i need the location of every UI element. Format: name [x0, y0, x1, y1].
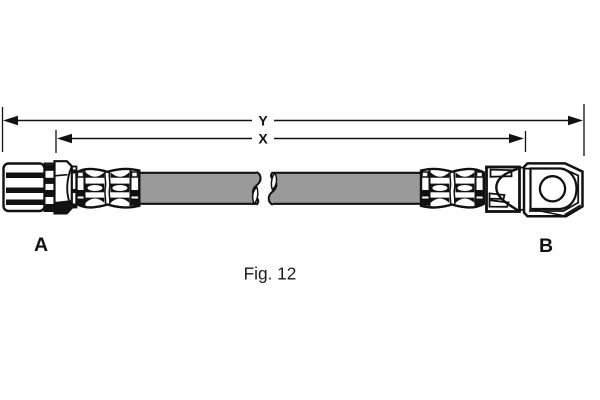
- svg-text:Y: Y: [258, 113, 268, 129]
- svg-text:Fig. 12: Fig. 12: [244, 264, 297, 284]
- svg-text:X: X: [258, 131, 268, 147]
- svg-text:A: A: [34, 234, 48, 256]
- svg-text:B: B: [539, 235, 553, 257]
